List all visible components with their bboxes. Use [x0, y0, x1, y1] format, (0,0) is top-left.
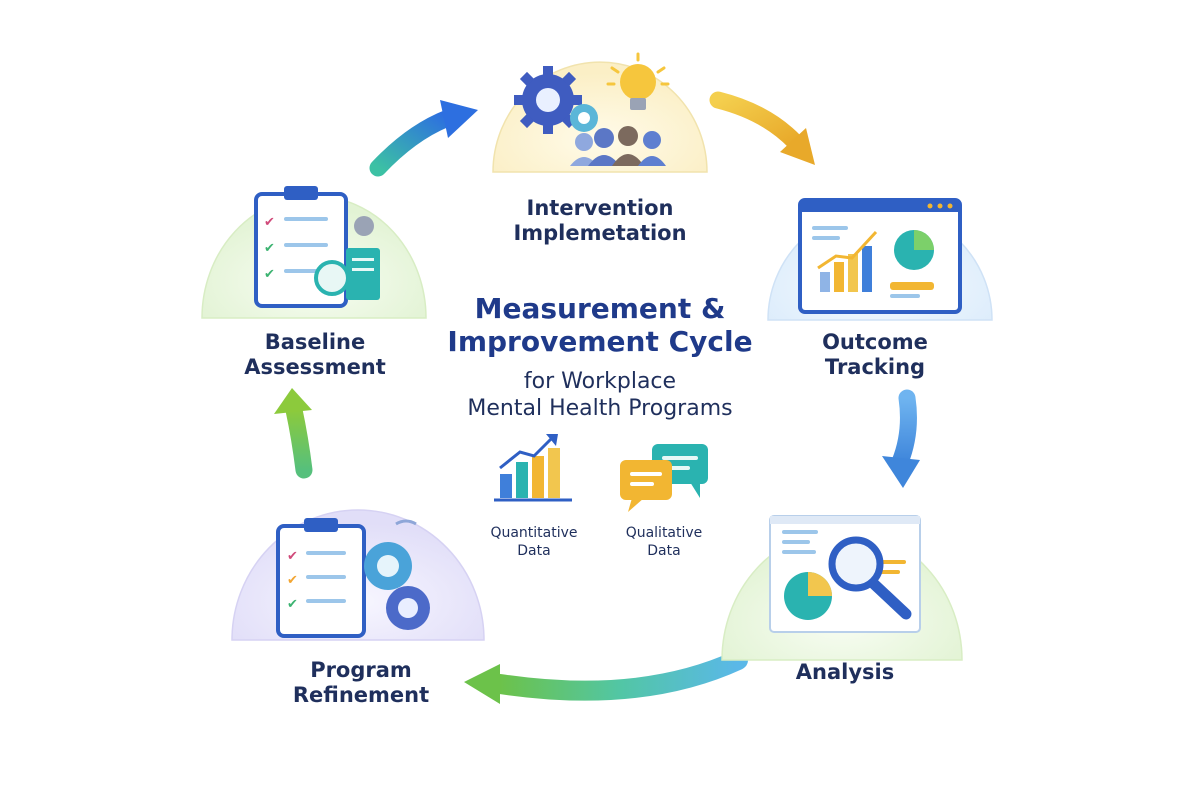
diagram-title: Measurement & Improvement Cycle: [447, 292, 753, 358]
clipboard-checklist-icon: ✔ ✔ ✔: [201, 186, 427, 319]
stage-label-refinement: Program Refinement: [292, 658, 430, 707]
checklist-gears-icon: ✔ ✔ ✔: [231, 509, 485, 641]
speech-bubbles-icon: [620, 444, 708, 512]
arrow-analysis-to-refinement: [464, 650, 748, 704]
diagram-subtitle: for Workplace Mental Health Programs: [467, 369, 733, 421]
dashboard-chart-icon: [767, 198, 993, 321]
svg-text:✔: ✔: [264, 241, 275, 256]
svg-text:✔: ✔: [264, 215, 275, 230]
data-label-quantitative: Quantitative Data: [490, 525, 578, 559]
arrow-outcome-to-analysis: [882, 389, 920, 488]
stage-label-baseline: Baseline Assessment: [244, 330, 386, 379]
data-label-qualitative: Qualitative Data: [625, 525, 703, 559]
bar-chart-icon: [494, 434, 572, 502]
stage-label-analysis: Analysis: [795, 660, 895, 684]
svg-text:✔: ✔: [287, 573, 298, 588]
stage-label-intervention: Intervention Implemetation: [513, 196, 687, 245]
svg-text:✔: ✔: [287, 549, 298, 564]
stage-label-outcome: Outcome Tracking: [822, 330, 928, 379]
svg-text:✔: ✔: [287, 597, 298, 612]
magnifier-report-icon: [721, 515, 963, 661]
gears-lightbulb-team-icon: [492, 52, 708, 173]
arrow-intervention-to-outcome: [709, 91, 815, 165]
svg-text:✔: ✔: [264, 267, 275, 282]
arrow-baseline-to-intervention: [369, 100, 478, 177]
arrow-refinement-to-baseline: [274, 388, 313, 479]
